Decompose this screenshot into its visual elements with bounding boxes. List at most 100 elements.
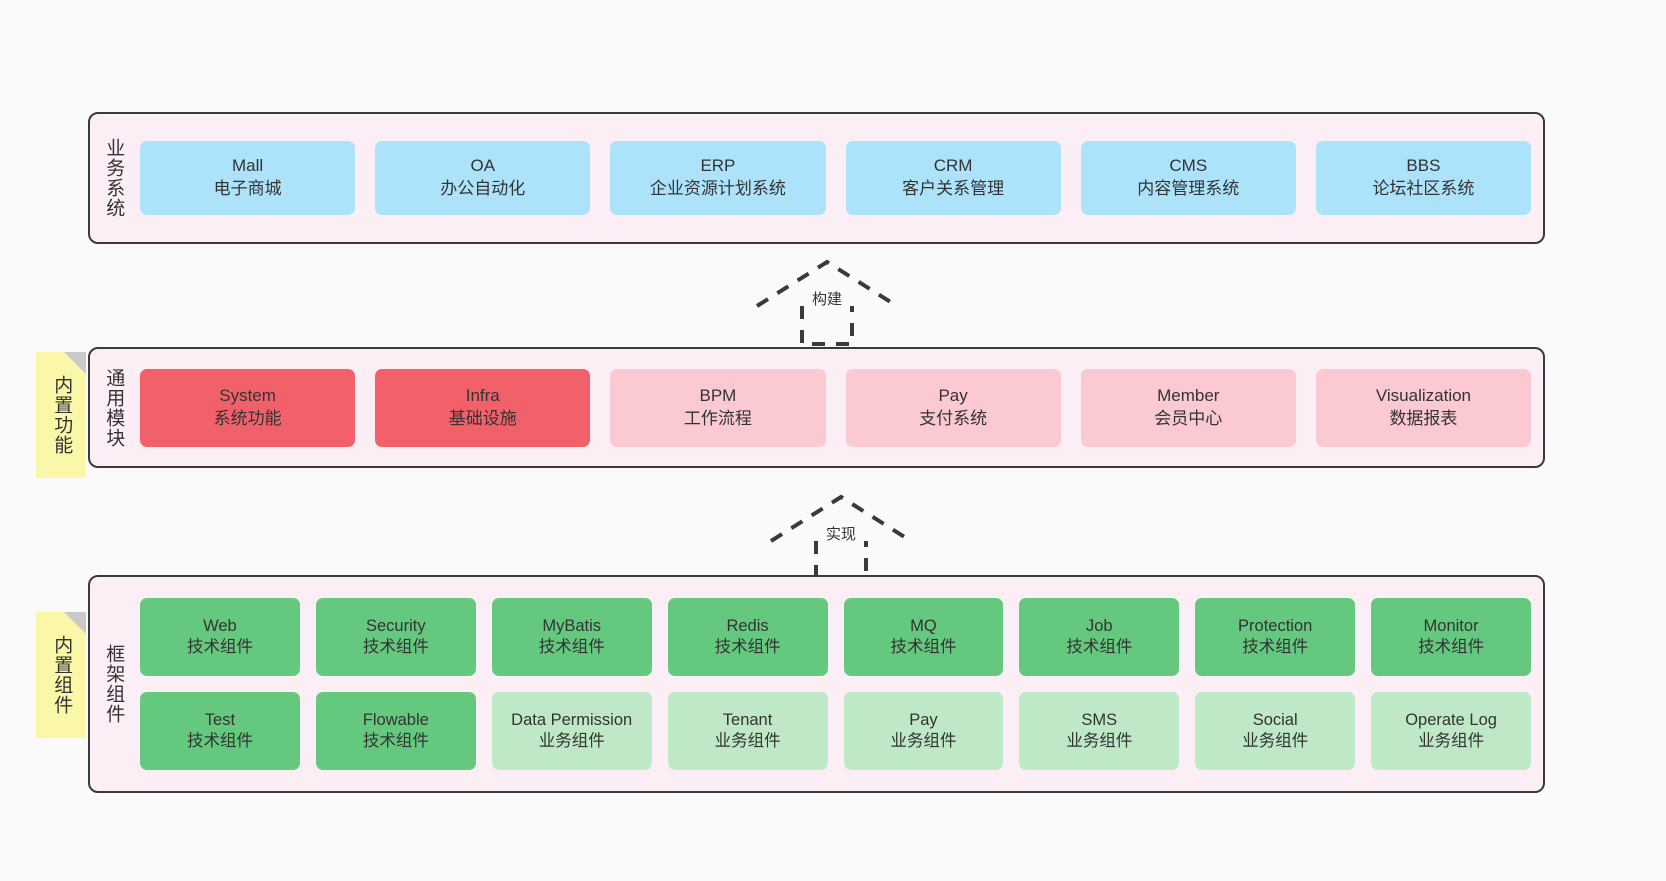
- card-title: Infra: [465, 385, 500, 405]
- card-row: Web 技术组件 Security 技术组件 MyBatis 技术组件 Redi…: [140, 598, 1531, 676]
- card-title: BBS: [1406, 156, 1441, 176]
- card-subtitle: 业务组件: [1066, 732, 1133, 750]
- card-title: Test: [204, 710, 236, 729]
- card-bbs[interactable]: BBS 论坛社区系统: [1315, 141, 1532, 215]
- layer-framework-components: 框架组件 Web 技术组件 Security 技术组件 MyBatis 技术组件…: [88, 575, 1545, 793]
- layer-common-modules: 通用模块 System 系统功能 Infra 基础设施 BPM 工作流程 Pay…: [88, 347, 1545, 468]
- card-operate-log[interactable]: Operate Log 业务组件: [1371, 692, 1531, 770]
- card-cms[interactable]: CMS 内容管理系统: [1080, 141, 1296, 215]
- card-social[interactable]: Social 业务组件: [1195, 692, 1356, 770]
- card-subtitle: 基础设施: [448, 408, 517, 428]
- card-tenant[interactable]: Tenant 业务组件: [667, 692, 828, 770]
- card-subtitle: 论坛社区系统: [1372, 179, 1475, 198]
- card-title: Security: [366, 616, 426, 635]
- card-sms[interactable]: SMS 业务组件: [1019, 692, 1180, 770]
- card-title: MyBatis: [542, 616, 602, 635]
- card-subtitle: 业务组件: [890, 732, 957, 750]
- card-subtitle: 客户关系管理: [902, 179, 1005, 198]
- card-subtitle: 技术组件: [362, 638, 429, 656]
- layer-title-business-systems: 业务系统: [103, 138, 125, 218]
- card-title: Redis: [726, 616, 769, 635]
- card-subtitle: 系统功能: [213, 408, 282, 428]
- card-crm[interactable]: CRM 客户关系管理: [845, 141, 1061, 215]
- card-system[interactable]: System 系统功能: [140, 368, 356, 447]
- card-flowable[interactable]: Flowable 技术组件: [315, 692, 476, 770]
- card-subtitle: 技术组件: [714, 638, 781, 656]
- card-title: Job: [1086, 616, 1113, 635]
- card-title: ERP: [700, 156, 736, 176]
- card-bpm[interactable]: BPM 工作流程: [610, 368, 826, 447]
- card-title: Monitor: [1423, 616, 1479, 635]
- card-title: System: [219, 385, 276, 405]
- card-subtitle: 技术组件: [538, 638, 605, 656]
- card-protection[interactable]: Protection 技术组件: [1195, 598, 1356, 676]
- card-title: Mall: [232, 156, 264, 176]
- card-subtitle: 技术组件: [362, 732, 429, 750]
- layer-business-systems: 业务系统 Mall 电子商城 OA 办公自动化 ERP 企业资源计划系统 CRM…: [88, 112, 1545, 244]
- card-subtitle: 技术组件: [186, 732, 253, 750]
- card-pay-component[interactable]: Pay 业务组件: [843, 692, 1004, 770]
- layer-body-common-modules: System 系统功能 Infra 基础设施 BPM 工作流程 Pay 支付系统…: [136, 349, 1543, 466]
- card-oa[interactable]: OA 办公自动化: [375, 141, 591, 215]
- card-member[interactable]: Member 会员中心: [1080, 368, 1296, 447]
- card-erp[interactable]: ERP 企业资源计划系统: [610, 141, 826, 215]
- card-security[interactable]: Security 技术组件: [315, 598, 476, 676]
- card-subtitle: 工作流程: [683, 408, 752, 428]
- note-builtin-features: 内置功能: [36, 352, 86, 478]
- card-subtitle: 技术组件: [1418, 638, 1485, 656]
- card-title: Pay: [938, 385, 968, 405]
- card-pay[interactable]: Pay 支付系统: [845, 368, 1061, 447]
- card-title: CRM: [933, 156, 973, 176]
- layer-title-framework-components: 框架组件: [103, 644, 125, 724]
- layer-body-business-systems: Mall 电子商城 OA 办公自动化 ERP 企业资源计划系统 CRM 客户关系…: [136, 114, 1543, 242]
- card-subtitle: 技术组件: [890, 638, 957, 656]
- card-subtitle: 技术组件: [186, 638, 253, 656]
- connector-implement-label: 实现: [823, 523, 859, 544]
- card-subtitle: 会员中心: [1154, 408, 1223, 428]
- connector-build-label: 构建: [809, 288, 845, 309]
- card-title: OA: [470, 156, 496, 176]
- card-monitor[interactable]: Monitor 技术组件: [1371, 598, 1531, 676]
- card-subtitle: 技术组件: [1066, 638, 1133, 656]
- card-title: Flowable: [362, 710, 429, 729]
- note-builtin-components: 内置组件: [36, 612, 86, 738]
- card-title: Visualization: [1375, 385, 1472, 405]
- card-mall[interactable]: Mall 电子商城: [140, 141, 356, 215]
- card-title: BPM: [699, 385, 737, 405]
- connector-build: 构建: [747, 252, 907, 347]
- card-subtitle: 支付系统: [919, 408, 988, 428]
- card-subtitle: 技术组件: [1242, 638, 1309, 656]
- layer-body-framework-components: Web 技术组件 Security 技术组件 MyBatis 技术组件 Redi…: [136, 577, 1543, 791]
- card-title: Web: [203, 616, 237, 635]
- card-title: Member: [1157, 385, 1220, 405]
- card-data-permission[interactable]: Data Permission 业务组件: [491, 692, 652, 770]
- card-row: Mall 电子商城 OA 办公自动化 ERP 企业资源计划系统 CRM 客户关系…: [140, 141, 1532, 215]
- card-subtitle: 办公自动化: [440, 179, 526, 198]
- card-web[interactable]: Web 技术组件: [140, 598, 300, 676]
- card-title: Data Permission: [511, 710, 633, 729]
- card-title: SMS: [1081, 710, 1118, 729]
- card-title: MQ: [910, 616, 937, 635]
- card-visualization[interactable]: Visualization 数据报表: [1315, 368, 1532, 447]
- card-subtitle: 企业资源计划系统: [649, 179, 786, 198]
- card-mq[interactable]: MQ 技术组件: [843, 598, 1004, 676]
- card-test[interactable]: Test 技术组件: [140, 692, 300, 770]
- card-title: Social: [1252, 710, 1298, 729]
- dashed-generalization-arrow-icon: [769, 494, 913, 581]
- card-mybatis[interactable]: MyBatis 技术组件: [491, 598, 652, 676]
- card-redis[interactable]: Redis 技术组件: [667, 598, 828, 676]
- card-job[interactable]: Job 技术组件: [1019, 598, 1180, 676]
- card-title: CMS: [1169, 156, 1208, 176]
- card-subtitle: 数据报表: [1389, 408, 1458, 428]
- connector-implement: 实现: [761, 487, 921, 582]
- card-subtitle: 内容管理系统: [1137, 179, 1240, 198]
- note-label: 内置功能: [51, 375, 73, 455]
- card-title: Tenant: [722, 710, 773, 729]
- card-title: Pay: [909, 710, 938, 729]
- card-subtitle: 电子商城: [213, 179, 282, 198]
- card-infra[interactable]: Infra 基础设施: [375, 368, 591, 447]
- card-subtitle: 业务组件: [1418, 732, 1485, 750]
- layer-title-common-modules: 通用模块: [103, 367, 125, 448]
- card-row: System 系统功能 Infra 基础设施 BPM 工作流程 Pay 支付系统…: [140, 368, 1532, 447]
